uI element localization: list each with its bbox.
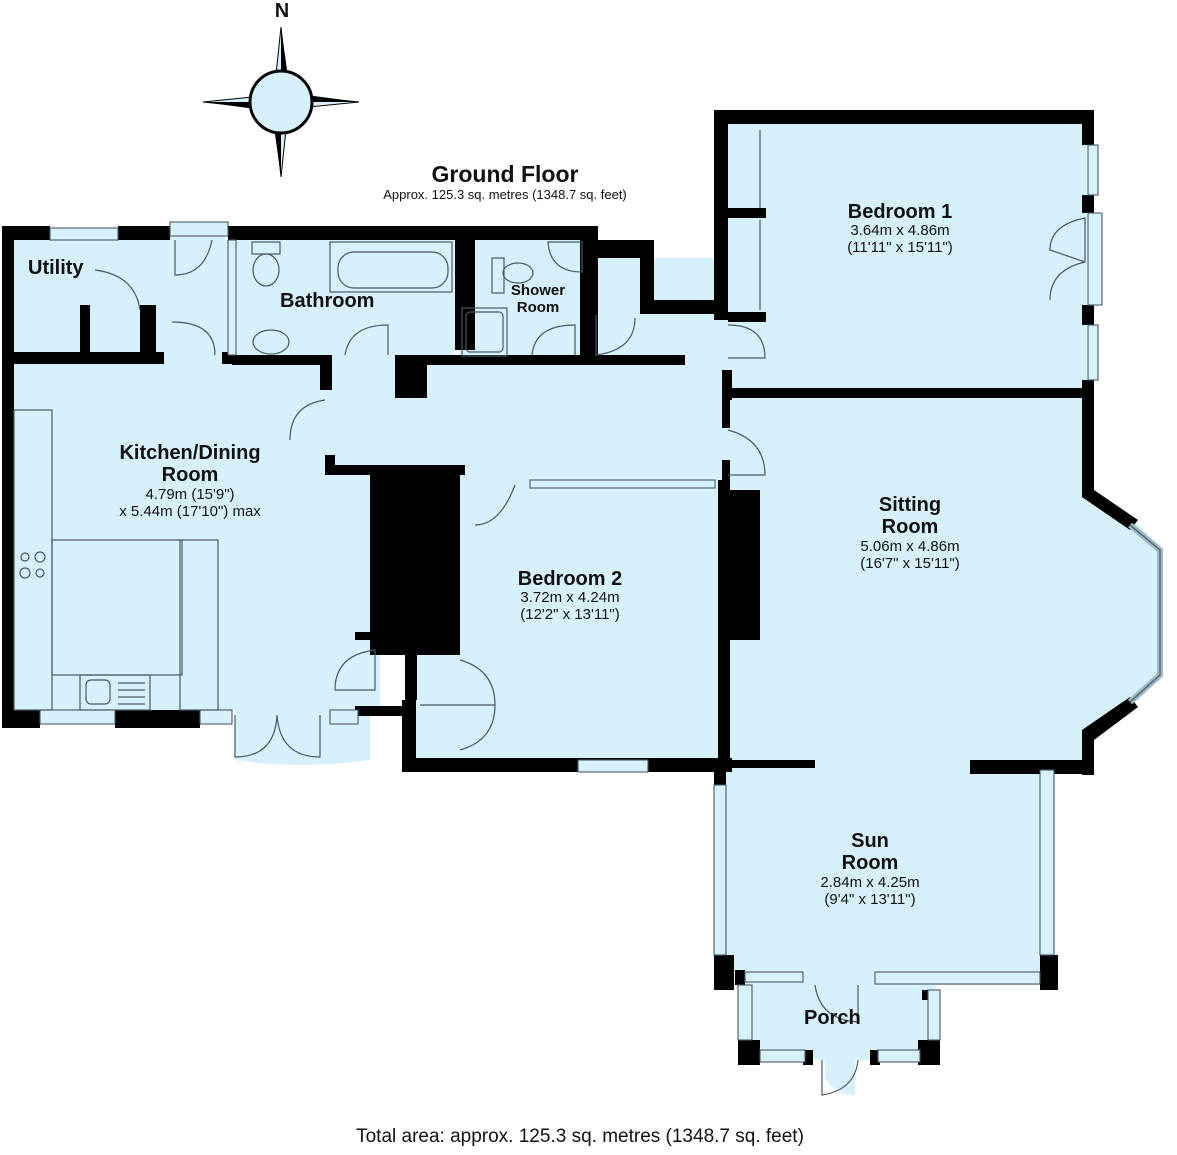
room-label-bedroom-2: Bedroom 2 3.72m x 4.24m (12'2" x 13'11") bbox=[470, 568, 670, 624]
room-dim-imperial: (16'7" x 15'11") bbox=[860, 554, 960, 572]
room-name-line1: Sun bbox=[851, 830, 889, 852]
floor-area: Approx. 125.3 sq. metres (1348.7 sq. fee… bbox=[383, 186, 627, 202]
room-fills bbox=[10, 120, 1158, 1095]
room-dim-imperial: (9'4" x 13'11") bbox=[824, 890, 916, 908]
north-label: N bbox=[274, 0, 290, 22]
room-dim-line1: 4.79m (15'9") bbox=[145, 485, 235, 503]
doors-and-fixtures bbox=[13, 130, 1086, 1096]
room-dim-imperial: (11'11" x 15'11") bbox=[847, 239, 953, 257]
room-label-bathroom: Bathroom bbox=[280, 290, 375, 312]
room-label-sun-room: Sun Room 2.84m x 4.25m (9'4" x 13'11") bbox=[790, 830, 950, 908]
room-name-line2: Room bbox=[161, 464, 219, 487]
room-dim-imperial: (12'2" x 13'11") bbox=[520, 606, 620, 624]
room-label-porch: Porch bbox=[804, 1007, 861, 1029]
walls bbox=[2, 110, 1138, 1065]
room-label-utility: Utility bbox=[28, 257, 84, 279]
room-label-sitting-room: Sitting Room 5.06m x 4.86m (16'7" x 15'1… bbox=[810, 494, 1010, 572]
room-name-line2: Room bbox=[841, 852, 899, 875]
room-dim-metric: 5.06m x 4.86m bbox=[860, 537, 960, 555]
room-name-line1: Kitchen/Dining bbox=[119, 442, 261, 464]
floor-heading: Ground Floor Approx. 125.3 sq. metres (1… bbox=[340, 161, 670, 202]
room-label-bedroom-1: Bedroom 1 3.64m x 4.86m (11'11" x 15'11"… bbox=[790, 201, 1010, 257]
floor-title: Ground Floor bbox=[431, 161, 579, 187]
room-name-line1: Sitting bbox=[878, 494, 942, 516]
room-name-line1: Shower bbox=[510, 282, 566, 299]
room-label-shower-room: Shower Room bbox=[500, 282, 576, 317]
room-dim-line2: x 5.44m (17'10") max bbox=[119, 502, 261, 520]
room-name-line2: Room bbox=[881, 516, 939, 539]
room-dim-metric: 3.64m x 4.86m bbox=[850, 222, 950, 240]
total-area: Total area: approx. 125.3 sq. metres (13… bbox=[356, 1126, 804, 1147]
room-label-kitchen-dining: Kitchen/Dining Room 4.79m (15'9") x 5.44… bbox=[80, 442, 300, 520]
compass-rose-icon bbox=[202, 26, 360, 178]
room-name-line2: Room bbox=[516, 298, 560, 316]
room-dim-metric: 2.84m x 4.25m bbox=[820, 873, 920, 891]
room-name: Bedroom 2 bbox=[517, 568, 623, 590]
room-name: Bedroom 1 bbox=[847, 201, 953, 223]
windows bbox=[39, 144, 1163, 1063]
room-dim-metric: 3.72m x 4.24m bbox=[520, 589, 620, 607]
